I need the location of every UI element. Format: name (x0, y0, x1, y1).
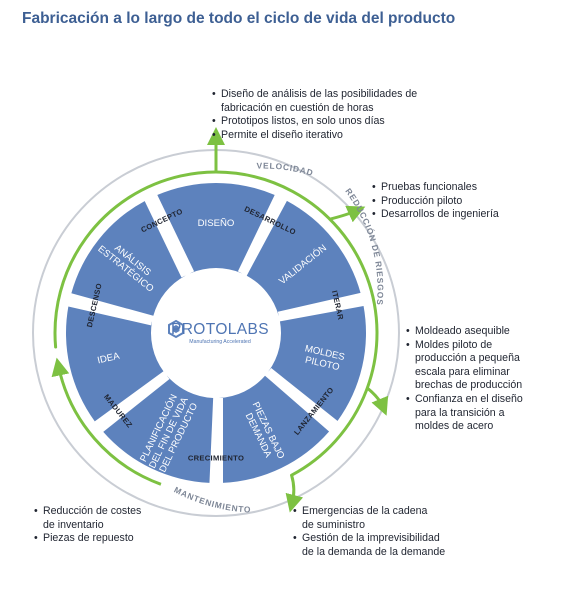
segment-label-diseno: DISEÑO (198, 218, 235, 229)
note-line: de suministro (302, 518, 365, 531)
page-title: Fabricación a lo largo de todo el ciclo … (22, 10, 456, 27)
protolabs-logo: PROTOLABS Manufacturing Accelerated (168, 319, 269, 345)
note-item: Moldeado asequible (406, 325, 523, 339)
note-line: Moldes piloto de (415, 338, 493, 351)
green-arrow (285, 474, 304, 513)
note-line: Prototipos listos, en solo unos días (221, 115, 385, 128)
green-arrows (51, 127, 389, 513)
note-item: Pruebas funcionales (372, 181, 499, 195)
segment-moldes-piloto (268, 306, 367, 422)
green-cycle-arc (53, 170, 379, 477)
note-line: Moldeado asequible (415, 325, 510, 337)
note-item: Prototipos listos, en solo unos días (212, 115, 417, 129)
note-line: Producción piloto (381, 194, 463, 207)
note-item: Piezas de repuesto (34, 532, 141, 546)
note-line: moldes de acero (415, 420, 494, 433)
note-line: Permite el diseño iterativo (221, 128, 343, 141)
arc-label-velocidad: VELOCIDAD (256, 161, 314, 178)
segment-divider (67, 292, 155, 326)
segment-divider (144, 193, 195, 278)
green-arrow (329, 205, 366, 223)
note-line: escala para eliminar (415, 365, 510, 378)
note-line: Confianza en el diseño (415, 392, 523, 405)
note-item: Permite el diseño iterativo (212, 129, 417, 143)
note-line: Reducción de costes (43, 505, 142, 517)
notes-top-right: Pruebas funcionalesProducción pilotoDesa… (372, 181, 499, 222)
note-line: Desarrollos de ingeniería (381, 208, 499, 221)
center-circle (158, 275, 274, 391)
segment-diseno (156, 183, 276, 274)
segment-divider (277, 292, 365, 326)
note-line: de inventario (43, 518, 104, 531)
arc-label-mantenimiento: MANTENIMIENTO (173, 484, 252, 514)
logo-wordmark: PROTOLABS (171, 321, 269, 338)
phase-label-crecimiento: CRECIMIENTO (188, 454, 244, 463)
segment-label-idea: IDEA (96, 351, 121, 367)
segment-piezas-bajo-demanda (218, 375, 330, 483)
note-item: Desarrollos de ingeniería (372, 208, 499, 222)
note-item: Diseño de análisis de las posibilidades … (212, 88, 417, 115)
segment-idea (65, 306, 164, 422)
green-arrow (366, 386, 389, 416)
segment-divider (262, 368, 339, 433)
note-item: Producción piloto (372, 195, 499, 209)
segment-planificacion-del-fin-de-vida-del-producto (102, 375, 214, 483)
note-line: brechas de producción (415, 379, 523, 392)
green-return-arrow (51, 357, 162, 486)
notes-top: Diseño de análisis de las posibilidades … (212, 88, 417, 142)
protolabs-hex-icon (168, 319, 184, 339)
logo-tagline: Manufacturing Accelerated (189, 339, 251, 345)
segment-divider (237, 193, 288, 278)
note-line: producción a pequeña (415, 352, 520, 365)
note-line: Piezas de repuesto (43, 532, 134, 545)
note-line: Gestión de la imprevisibilidad (302, 532, 440, 545)
note-line: Emergencias de la cadena (302, 505, 428, 517)
notes-right: Moldeado asequibleMoldes piloto deproduc… (406, 325, 523, 434)
segment-analisis-estrategico (71, 200, 186, 316)
note-line: para la transición a (415, 406, 505, 419)
note-line: Pruebas funcionales (381, 181, 477, 193)
note-line: fabricación en cuestión de horas (221, 101, 374, 114)
segment-validacion (246, 200, 361, 316)
note-line: de la demanda de la demande (302, 545, 446, 558)
note-line: Diseño de análisis de las posibilidades … (221, 88, 418, 100)
segment-divider (93, 368, 170, 433)
